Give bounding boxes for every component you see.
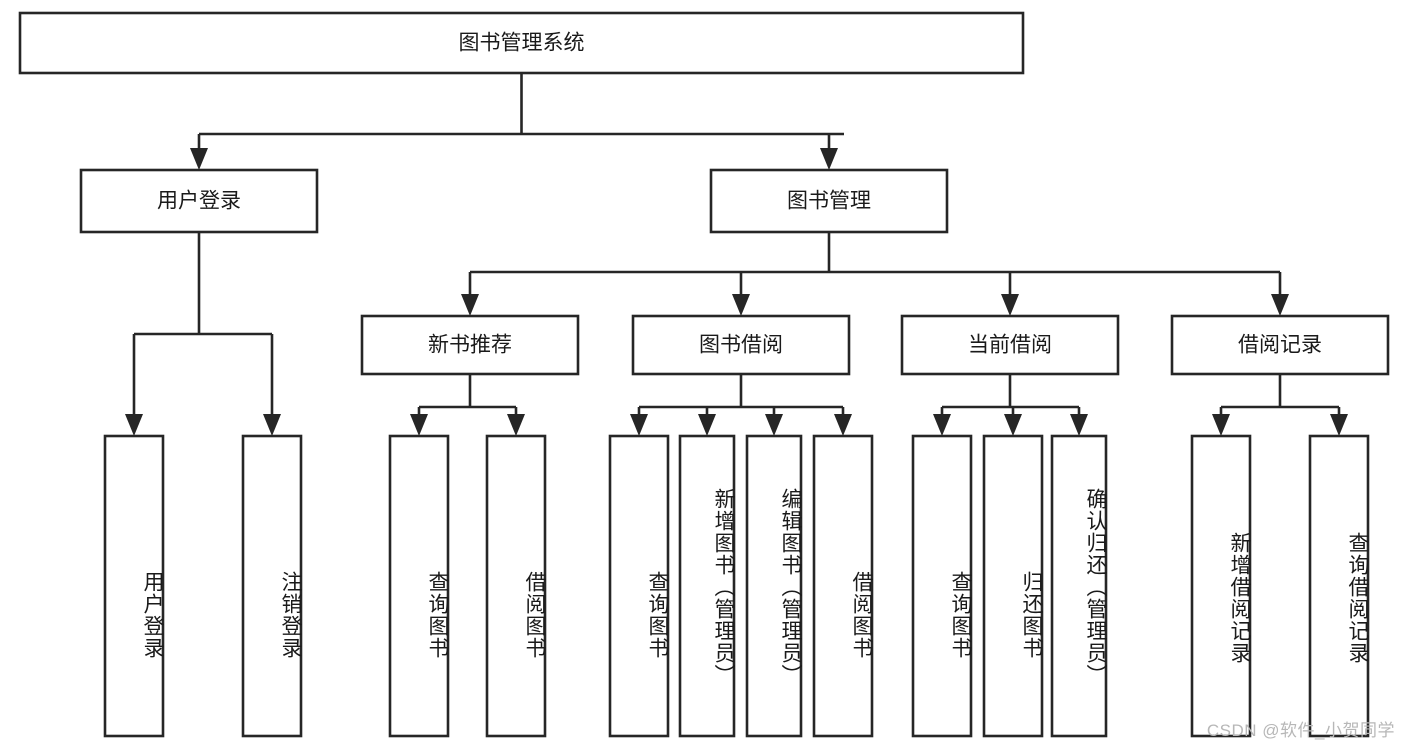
edge-bookmanage-bus bbox=[468, 232, 1282, 303]
leaf-box-query-book-current[interactable] bbox=[911, 434, 973, 738]
arrow-borrowrecords-to-leaf11 bbox=[1212, 414, 1230, 436]
node-borrow-records-label: 借阅记录 bbox=[1238, 334, 1322, 357]
leaf-box-query-borrow-record[interactable] bbox=[1308, 434, 1370, 738]
node-new-book-recommend-label: 新书推荐 bbox=[428, 334, 512, 357]
node-new-book-recommend-box[interactable] bbox=[360, 314, 580, 376]
node-root-box[interactable] bbox=[18, 11, 1025, 75]
edge-root-bus bbox=[197, 73, 844, 157]
arrow-root-to-user-login bbox=[190, 148, 208, 170]
leaf-box-logout[interactable] bbox=[241, 434, 303, 738]
arrow-root-to-book-manage bbox=[820, 148, 838, 170]
arrow-bookborrow-to-leaf5 bbox=[698, 414, 716, 436]
leaf-box-return-book[interactable] bbox=[982, 434, 1044, 738]
leaf-box-add-book-admin[interactable] bbox=[678, 434, 736, 738]
node-user-login-box[interactable] bbox=[79, 168, 319, 234]
arrow-borrowrecords-to-leaf12 bbox=[1330, 414, 1348, 436]
node-root-label: 图书管理系统 bbox=[459, 32, 585, 55]
arrow-userlogin-to-leaf1 bbox=[263, 414, 281, 436]
node-layer: 图书管理系统 用户登录 图书管理 新书推荐 图书借阅 当前借阅 借阅记录 bbox=[18, 11, 1390, 738]
edge-bookborrow-bus bbox=[637, 374, 845, 423]
node-book-manage-box[interactable] bbox=[709, 168, 949, 234]
node-book-manage-label: 图书管理 bbox=[787, 190, 871, 213]
csdn-watermark: CSDN @软件_小贺同学 bbox=[1206, 721, 1395, 740]
arrow-bookborrow-to-leaf4 bbox=[630, 414, 648, 436]
arrow-currentborrow-to-leaf10 bbox=[1070, 414, 1088, 436]
arrow-currentborrow-to-leaf9 bbox=[1004, 414, 1022, 436]
edge-newbook-bus bbox=[417, 374, 518, 423]
leaf-box-query-book-recommend[interactable] bbox=[388, 434, 450, 738]
leaf-box-confirm-return-admin[interactable] bbox=[1050, 434, 1108, 738]
leaf-box-add-borrow-record[interactable] bbox=[1190, 434, 1252, 738]
arrow-bookmanage-to-bookborrow bbox=[732, 294, 750, 316]
connector-layer bbox=[125, 73, 1348, 436]
arrow-bookmanage-to-borrowrecords bbox=[1271, 294, 1289, 316]
leaf-box-edit-book-admin[interactable] bbox=[745, 434, 803, 738]
node-user-login-label: 用户登录 bbox=[157, 190, 241, 213]
arrow-newbook-to-leaf3 bbox=[507, 414, 525, 436]
leaf-box-borrow-book-recommend[interactable] bbox=[485, 434, 547, 738]
node-book-borrow-label: 图书借阅 bbox=[699, 334, 783, 357]
node-book-borrow-box[interactable] bbox=[631, 314, 851, 376]
leaf-box-borrow-book[interactable] bbox=[812, 434, 874, 738]
arrow-newbook-to-leaf2 bbox=[410, 414, 428, 436]
edge-borrowrecords-bus bbox=[1219, 374, 1341, 423]
arrow-bookborrow-to-leaf7 bbox=[834, 414, 852, 436]
node-current-borrow-label: 当前借阅 bbox=[968, 334, 1052, 357]
arrow-bookborrow-to-leaf6 bbox=[765, 414, 783, 436]
leaf-box-user-login[interactable] bbox=[103, 434, 165, 738]
arrow-bookmanage-to-newbook bbox=[461, 294, 479, 316]
leaf-box-query-book-borrow[interactable] bbox=[608, 434, 670, 738]
node-current-borrow-box[interactable] bbox=[900, 314, 1120, 376]
arrow-userlogin-to-leaf0 bbox=[125, 414, 143, 436]
edge-userlogin-bus bbox=[132, 232, 274, 423]
arrow-currentborrow-to-leaf8 bbox=[933, 414, 951, 436]
arrow-bookmanage-to-currentborrow bbox=[1001, 294, 1019, 316]
node-borrow-records-box[interactable] bbox=[1170, 314, 1390, 376]
